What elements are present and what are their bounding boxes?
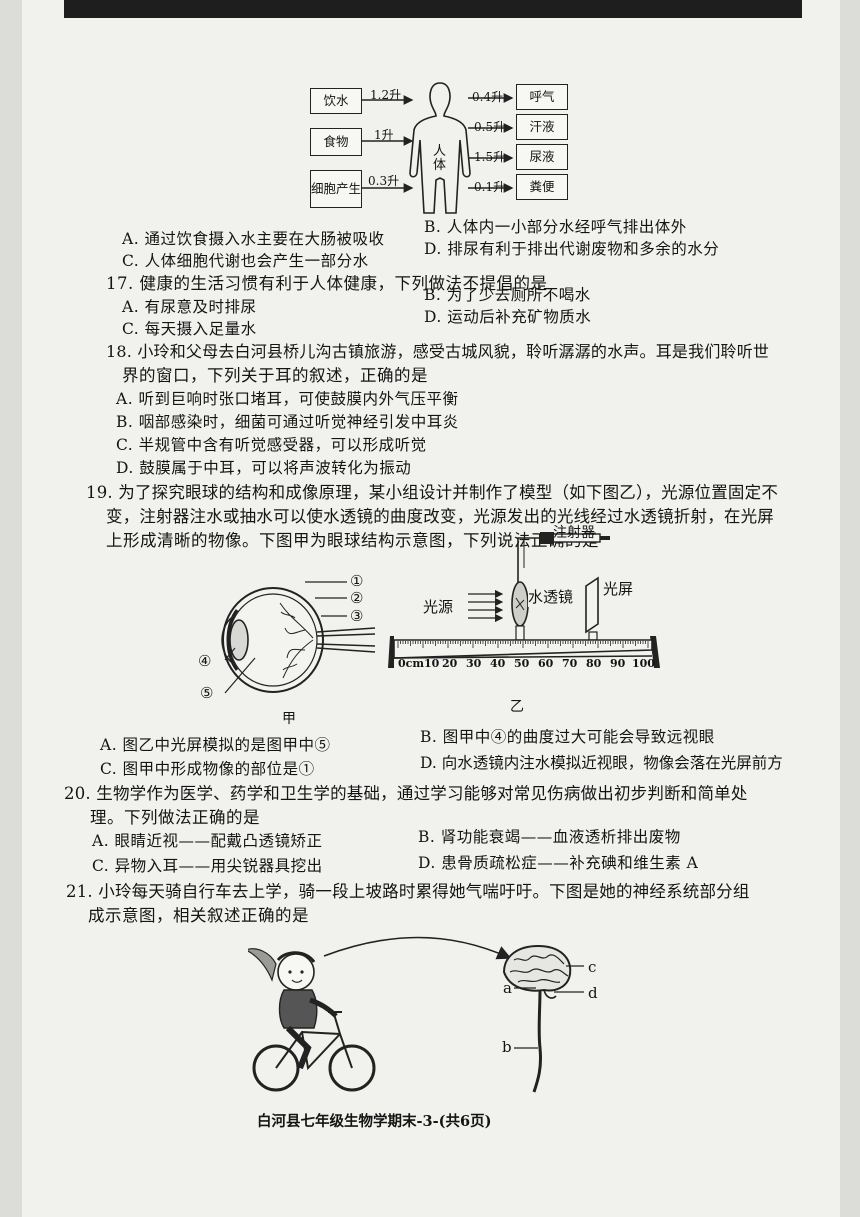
ruler-tick-70: 70 [562, 657, 578, 670]
ruler-tick-40: 40 [490, 657, 506, 670]
q16-option-b: B. 人体内一小部分水经呼气排出体外 [424, 218, 687, 236]
q19-stem-line2: 变，注射器注水或抽水可以使水透镜的曲度改变，光源发出的光线经过水透镜折射，在光屏 [106, 507, 774, 526]
ruler-tick-50: 50 [514, 657, 530, 670]
q17-option-c: C. 每天摄入足量水 [122, 320, 257, 338]
cyclist-illustration [248, 948, 376, 1092]
q17-stem: 17. 健康的生活习惯有利于人体健康，下列做法不提倡的是 [106, 274, 548, 293]
water-balance-arrows-and-body [362, 82, 514, 214]
q21-stem-line2: 成示意图，相关叙述正确的是 [88, 906, 309, 925]
water-lens-label: 水透镜 [528, 586, 574, 607]
scan-edge-band [64, 0, 802, 18]
eye-label-1: ① [350, 572, 364, 590]
q16-option-a: A. 通过饮食摄入水主要在大肠被吸收 [122, 230, 385, 248]
q19-option-d: D. 向水透镜内注水模拟近视眼，物像会落在光屏前方 [420, 754, 783, 772]
input-box-cell: 细胞产生 [310, 170, 362, 208]
ruler-tick-60: 60 [538, 657, 554, 670]
q17-option-a: A. 有尿意及时排尿 [122, 298, 257, 316]
ruler-tick-90: 90 [610, 657, 626, 670]
q20-option-b: B. 肾功能衰竭——血液透析排出废物 [418, 828, 681, 846]
q17-option-d: D. 运动后补充矿物质水 [424, 308, 592, 326]
q20-stem-line1: 20. 生物学作为医学、药学和卫生学的基础，通过学习能够对常见伤病做出初步判断和… [64, 784, 748, 803]
screen-label: 光屏 [603, 580, 634, 598]
output-amount-feces: 0.1升 [474, 180, 506, 194]
ruler-tick-20: 20 [442, 657, 458, 670]
q21-stem-line1: 21. 小玲每天骑自行车去上学，骑一段上坡路时累得她气喘吁吁。下图是她的神经系统… [66, 882, 750, 901]
output-amount-breath: 0.4升 [472, 90, 504, 104]
input-amount-cell: 0.3升 [368, 174, 400, 188]
ruler-scale: 0cm10 20 30 40 50 60 70 80 90 100 [398, 657, 660, 673]
figure-b-caption: 乙 [510, 699, 524, 715]
q19-option-a: A. 图乙中光屏模拟的是图甲中⑤ [100, 736, 331, 754]
body-label: 人体 [433, 144, 447, 173]
nerve-label-c: c [588, 958, 597, 976]
nerve-label-d: d [588, 984, 598, 1002]
eye-label-4: ④ [198, 652, 212, 670]
q20-option-d: D. 患骨质疏松症——补充碘和维生素 A [418, 854, 699, 872]
cyclist-nervous-system-figure [248, 936, 584, 1093]
exam-page [22, 0, 840, 1217]
syringe-label: 注射器 [553, 525, 595, 541]
q19-option-b: B. 图甲中④的曲度过大可能会导致远视眼 [420, 728, 715, 746]
ruler-tick-30: 30 [466, 657, 482, 670]
q18-stem-line2: 界的窗口，下列关于耳的叙述，正确的是 [122, 366, 428, 385]
light-source-label: 光源 [423, 598, 454, 616]
brain-spinal-cord-illustration [502, 944, 584, 1093]
q18-stem-line1: 18. 小玲和父母去白河县桥儿沟古镇旅游，感受古城风貌，聆听潺潺的水声。耳是我们… [106, 342, 770, 361]
ruler-tick-0: 0cm10 [398, 657, 440, 670]
figure-a-caption: 甲 [282, 711, 296, 727]
input-box-water: 饮水 [310, 88, 362, 114]
q20-stem-line2: 理。下列做法正确的是 [90, 808, 260, 827]
eye-label-3: ③ [350, 607, 364, 625]
input-box-food: 食物 [310, 128, 362, 156]
q19-stem-line1: 19. 为了探究眼球的结构和成像原理，某小组设计并制作了模型（如下图乙），光源位… [86, 483, 779, 502]
q16-option-c: C. 人体细胞代谢也会产生一部分水 [122, 252, 369, 270]
output-box-feces: 粪便 [516, 174, 568, 200]
eye-label-2: ② [350, 589, 364, 607]
output-box-breath: 呼气 [516, 84, 568, 110]
q18-option-b: B. 咽部感染时，细菌可通过听觉神经引发中耳炎 [116, 413, 459, 431]
nerve-label-b: b [502, 1038, 512, 1056]
output-amount-urine: 1.5升 [474, 150, 506, 164]
q17-option-b: B. 为了少去厕所不喝水 [424, 286, 591, 304]
q18-option-c: C. 半规管中含有听觉感受器，可以形成听觉 [116, 436, 427, 454]
q19-stem-line3: 上形成清晰的物像。下图甲为眼球结构示意图，下列说法正确的是 [106, 531, 599, 550]
ruler-tick-100: 100 [632, 657, 655, 670]
q20-option-c: C. 异物入耳——用尖锐器具挖出 [92, 857, 323, 875]
output-amount-sweat: 0.5升 [474, 120, 506, 134]
q19-option-c: C. 图甲中形成物像的部位是① [100, 760, 315, 778]
q20-option-a: A. 眼睛近视——配戴凸透镜矫正 [92, 832, 323, 850]
q16-option-d: D. 排尿有利于排出代谢废物和多余的水分 [424, 240, 720, 258]
eye-label-5: ⑤ [200, 684, 214, 702]
q18-option-d: D. 鼓膜属于中耳，可以将声波转化为振动 [116, 459, 412, 477]
output-box-sweat: 汗液 [516, 114, 568, 140]
ruler-tick-80: 80 [586, 657, 602, 670]
page-footer: 白河县七年级生物学期末-3-(共6页) [257, 1113, 492, 1130]
input-amount-food: 1升 [374, 128, 394, 142]
eye-structure-diagram [221, 581, 376, 694]
q18-option-a: A. 听到巨响时张口堵耳，可使鼓膜内外气压平衡 [116, 390, 459, 408]
output-box-urine: 尿液 [516, 144, 568, 170]
nerve-label-a: a [503, 979, 512, 997]
input-amount-water: 1.2升 [370, 88, 402, 102]
eye-model-apparatus [388, 532, 660, 668]
